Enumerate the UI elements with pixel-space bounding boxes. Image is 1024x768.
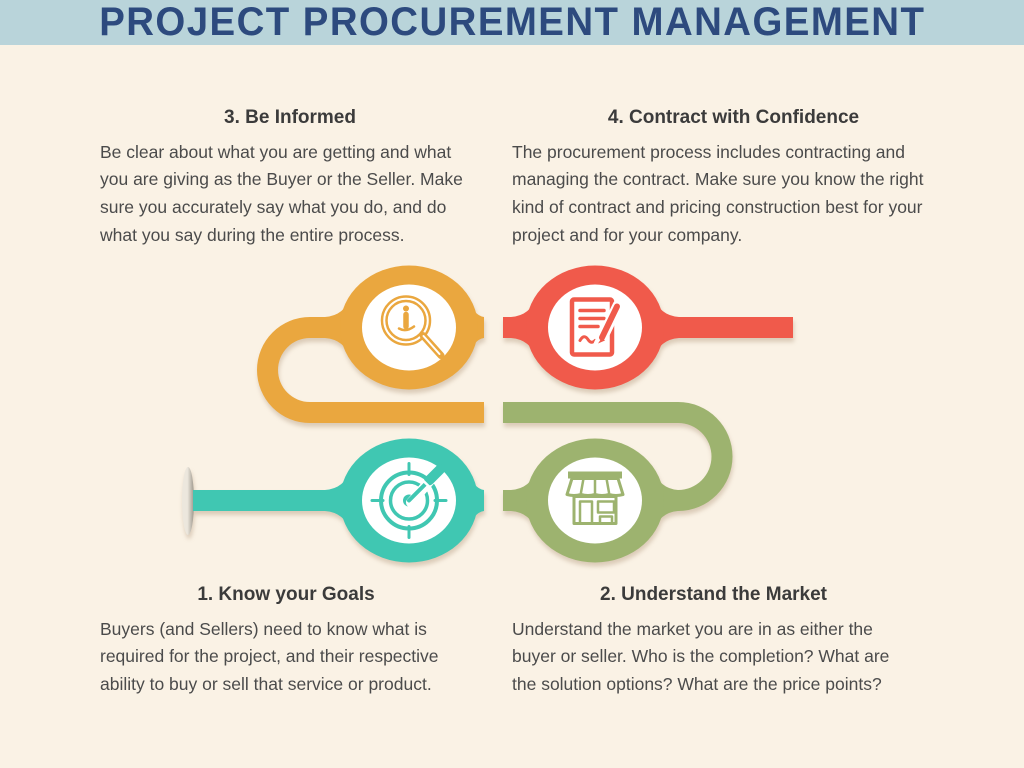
step1-heading: 1. Know your Goals [197,584,375,605]
step4-body: The procurement process includes contrac… [512,141,924,245]
page-title: PROJECT PROCUREMENT MANAGEMENT [98,0,926,44]
step1-block: 1. Know your Goals Buyers (and Sellers) … [100,584,472,699]
step2-icon-disc [548,457,642,544]
header-banner: PROJECT PROCUREMENT MANAGEMENT [0,0,1024,45]
storefront-icon [565,471,625,525]
step4-heading: 4. Contract with Confidence [607,107,860,128]
info-magnifier-icon [380,295,445,359]
step1-body: Buyers (and Sellers) need to know what i… [100,618,439,694]
step4-block: 4. Contract with Confidence The procurem… [512,107,955,249]
target-dart-icon [370,462,448,539]
start-pin [182,467,194,535]
step3-block: 3. Be Informed Be clear about what you a… [100,107,480,249]
step3-body: Be clear about what you are getting and … [100,141,463,245]
step3-heading: 3. Be Informed [224,107,356,128]
step2-heading: 2. Understand the Market [600,584,827,605]
step2-block: 2. Understand the Market Understand the … [512,584,915,699]
contract-signing-icon [569,297,624,357]
step2-body: Understand the market you are in as eith… [512,618,890,694]
